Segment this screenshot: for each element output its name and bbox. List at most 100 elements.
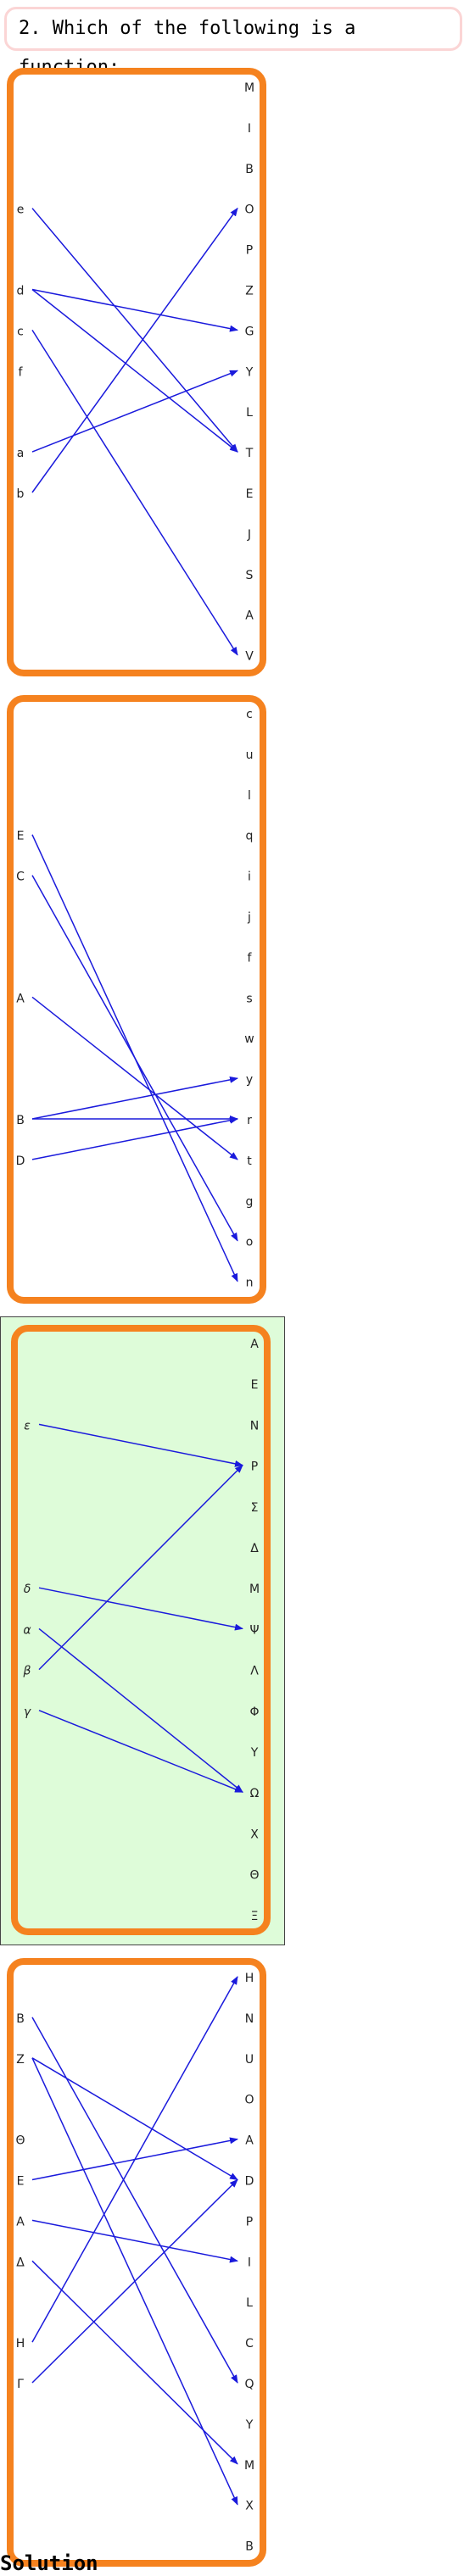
codomain-label: V [245,650,254,664]
mapping-arrow [31,2219,238,2263]
codomain-label: T [245,447,254,460]
domain-label: E [17,2175,25,2189]
mapping-arrow [31,370,238,453]
codomain-label: E [251,1378,259,1392]
codomain-label: Δ [250,1542,259,1555]
domain-label: E [17,830,25,843]
mapping-arrow [38,1464,243,1671]
domain-label: b [17,487,25,501]
codomain-label: I [248,2256,251,2269]
mapping-arrow [38,1627,243,1793]
codomain-label: f [248,951,253,965]
mapping-arrow [31,208,238,453]
codomain-label: X [250,1828,259,1841]
codomain-label: O [244,203,254,217]
codomain-label: M [244,81,254,95]
domain-label: Δ [16,2256,25,2269]
domain-label: B [16,1114,25,1127]
codomain-label: q [246,830,254,843]
codomain-label: Ω [250,1787,260,1800]
codomain-label: M [249,1583,260,1596]
codomain-label: Ξ [251,1910,259,1923]
solution-label: Solution [0,2551,98,2575]
domain-label: γ [24,1705,31,1719]
diagram-panel-4[interactable] [7,1958,266,2567]
domain-label: C [16,871,25,884]
codomain-label: y [246,1073,253,1087]
codomain-label: H [245,1972,254,1985]
codomain-label: G [245,325,254,338]
domain-label: Z [16,2053,25,2067]
codomain-label: s [246,992,252,1005]
codomain-label: Q [244,2378,254,2391]
mapping-arrow [31,1076,238,1120]
codomain-label: Y [250,1746,259,1760]
domain-label: Γ [17,2378,24,2391]
domain-label: B [16,2012,25,2026]
codomain-label: P [246,2215,253,2228]
mapping-arrow [31,2057,238,2181]
mapping-arrow [31,1976,238,2343]
codomain-label: n [246,1277,254,1290]
diagram-panel-1[interactable] [7,68,266,676]
mapping-arrow [31,1116,238,1160]
mapping-arrow [31,875,238,1242]
mapping-arrow [31,207,238,493]
domain-label: δ [24,1583,31,1596]
codomain-label: u [246,748,254,762]
codomain-label: w [244,1032,254,1046]
codomain-label: Σ [251,1501,259,1515]
domain-label: d [17,285,25,298]
codomain-label: A [245,609,254,623]
codomain-label: B [245,2540,254,2554]
domain-label: α [23,1623,31,1637]
codomain-label: X [245,2500,254,2513]
mapping-arrow [38,1710,243,1793]
codomain-label: E [246,487,254,501]
codomain-label: l [248,789,251,803]
codomain-label: c [246,708,253,721]
mapping-arrow [31,2178,238,2384]
codomain-label: Λ [250,1665,259,1678]
mapping-arrow [31,329,238,656]
domain-label: ε [24,1419,31,1433]
domain-label: Θ [15,2134,25,2148]
codomain-label: Φ [249,1705,259,1719]
codomain-label: g [246,1195,254,1209]
domain-label: e [17,203,25,217]
mapping-arrow [31,2260,238,2465]
codomain-label: S [246,569,254,582]
codomain-label: I [248,122,251,136]
diagram-panel-2[interactable] [7,695,266,1304]
domain-label: D [16,1154,25,1168]
mapping-arrow [31,288,238,332]
codomain-label: A [245,2134,254,2148]
domain-label: H [16,2337,25,2351]
codomain-label: O [244,2094,254,2107]
codomain-label: M [244,2459,254,2473]
domain-label: c [17,325,24,338]
codomain-label: Y [245,2418,254,2432]
codomain-label: J [247,528,251,542]
domain-label: A [16,2215,25,2228]
mapping-arrow [38,1587,243,1631]
codomain-label: C [245,2337,254,2351]
codomain-label: Θ [249,1869,259,1883]
codomain-label: U [245,2053,254,2067]
mapping-arrow [31,996,238,1160]
codomain-label: o [246,1236,254,1249]
mapping-arrow [31,288,238,453]
codomain-label: N [250,1419,259,1433]
codomain-label: D [245,2175,254,2189]
codomain-label: Ψ [249,1623,259,1637]
codomain-label: B [245,163,254,176]
codomain-label: P [246,244,253,258]
codomain-label: N [245,2012,254,2026]
domain-label: f [19,365,24,379]
diagram-panel-3[interactable] [11,1325,271,1935]
codomain-label: r [247,1114,252,1127]
answer-highlight [0,1316,285,1945]
